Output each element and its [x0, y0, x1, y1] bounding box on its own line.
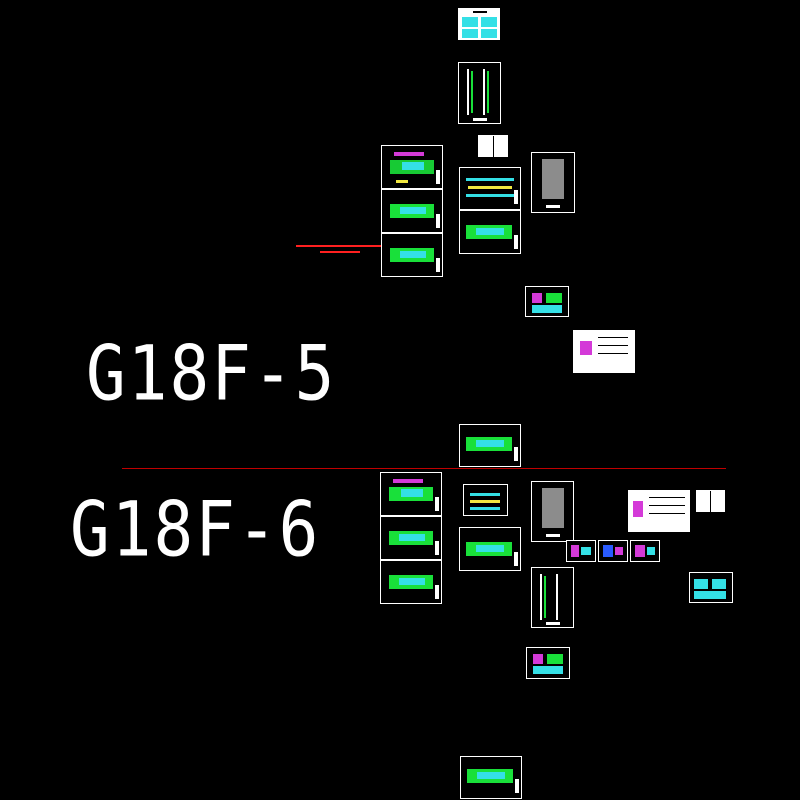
label-g18f-5: G18F-5 — [86, 329, 337, 418]
red-annotation-note — [296, 244, 384, 256]
sheet-plan-5b[interactable] — [381, 189, 443, 233]
sheet-table-6[interactable] — [628, 490, 690, 532]
sheet-detail-6e[interactable] — [526, 647, 570, 679]
sheet-detail-6c[interactable] — [630, 540, 660, 562]
sheet-detail-5[interactable] — [525, 286, 569, 317]
sheet-plan-5c[interactable] — [381, 233, 443, 277]
sheet-table-5[interactable] — [573, 330, 635, 373]
sheet-plan-5a[interactable] — [381, 145, 443, 189]
section-divider-line — [122, 468, 726, 469]
sheet-riser-diagram-4[interactable] — [531, 567, 574, 628]
label-g18f-6: G18F-6 — [70, 485, 321, 574]
sheet-plan-5d[interactable] — [459, 210, 521, 254]
sheet-riser-diagram-3[interactable] — [531, 481, 574, 542]
sheet-riser-diagram-2[interactable] — [531, 152, 575, 213]
sheet-plan-6b[interactable] — [380, 516, 442, 560]
sheet-system-diagram-6a[interactable] — [463, 484, 508, 516]
sheet-detail-6d[interactable] — [689, 572, 733, 603]
sheet-detail-6a[interactable] — [566, 540, 596, 562]
sheet-riser-diagram-1[interactable] — [458, 62, 501, 124]
sheet-plan-5e[interactable] — [459, 424, 521, 467]
sheet-legend-small[interactable] — [478, 135, 508, 158]
sheet-system-diagram-5a[interactable] — [459, 167, 521, 210]
sheet-legend-6[interactable] — [696, 490, 725, 513]
sheet-plan-6d[interactable] — [459, 527, 521, 571]
sheet-plan-6a[interactable] — [380, 472, 442, 516]
sheet-top-detail[interactable] — [458, 8, 500, 40]
sheet-plan-6c[interactable] — [380, 560, 442, 604]
sheet-plan-6e[interactable] — [460, 756, 522, 799]
sheet-detail-6b[interactable] — [598, 540, 628, 562]
